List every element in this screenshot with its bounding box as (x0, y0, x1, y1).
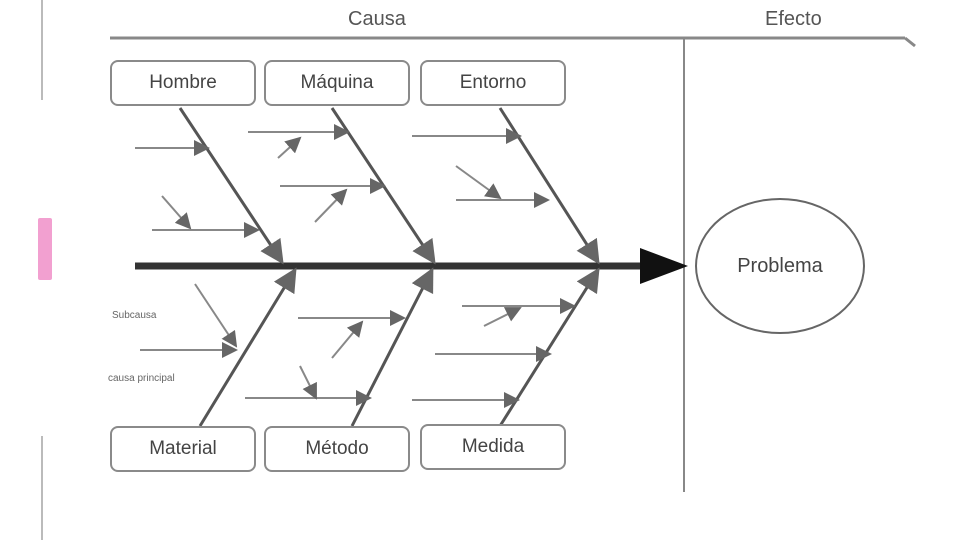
bone-material (198, 267, 297, 427)
header-rule-tip (904, 36, 916, 48)
category-metodo: Método (264, 426, 410, 472)
category-material: Material (110, 426, 256, 472)
effect-ellipse: Problema (695, 198, 865, 334)
subcauses-top (135, 124, 550, 238)
bone-medida (498, 267, 600, 427)
main-cause-note: causa principal (108, 373, 175, 384)
header-effect: Efecto (765, 8, 822, 30)
subcause-note: Subcausa (112, 310, 157, 321)
bone-metodo (350, 267, 434, 427)
subcauses-bottom (140, 283, 576, 408)
spine-arrowhead (640, 248, 688, 284)
category-entorno: Entorno (420, 60, 566, 106)
header-cause: Causa (348, 8, 406, 30)
category-maquina: Máquina (264, 60, 410, 106)
pink-side-mark (38, 218, 52, 280)
category-hombre: Hombre (110, 60, 256, 106)
bone-hombre (178, 107, 284, 265)
category-medida: Medida (420, 424, 566, 470)
bone-entorno (498, 107, 600, 265)
